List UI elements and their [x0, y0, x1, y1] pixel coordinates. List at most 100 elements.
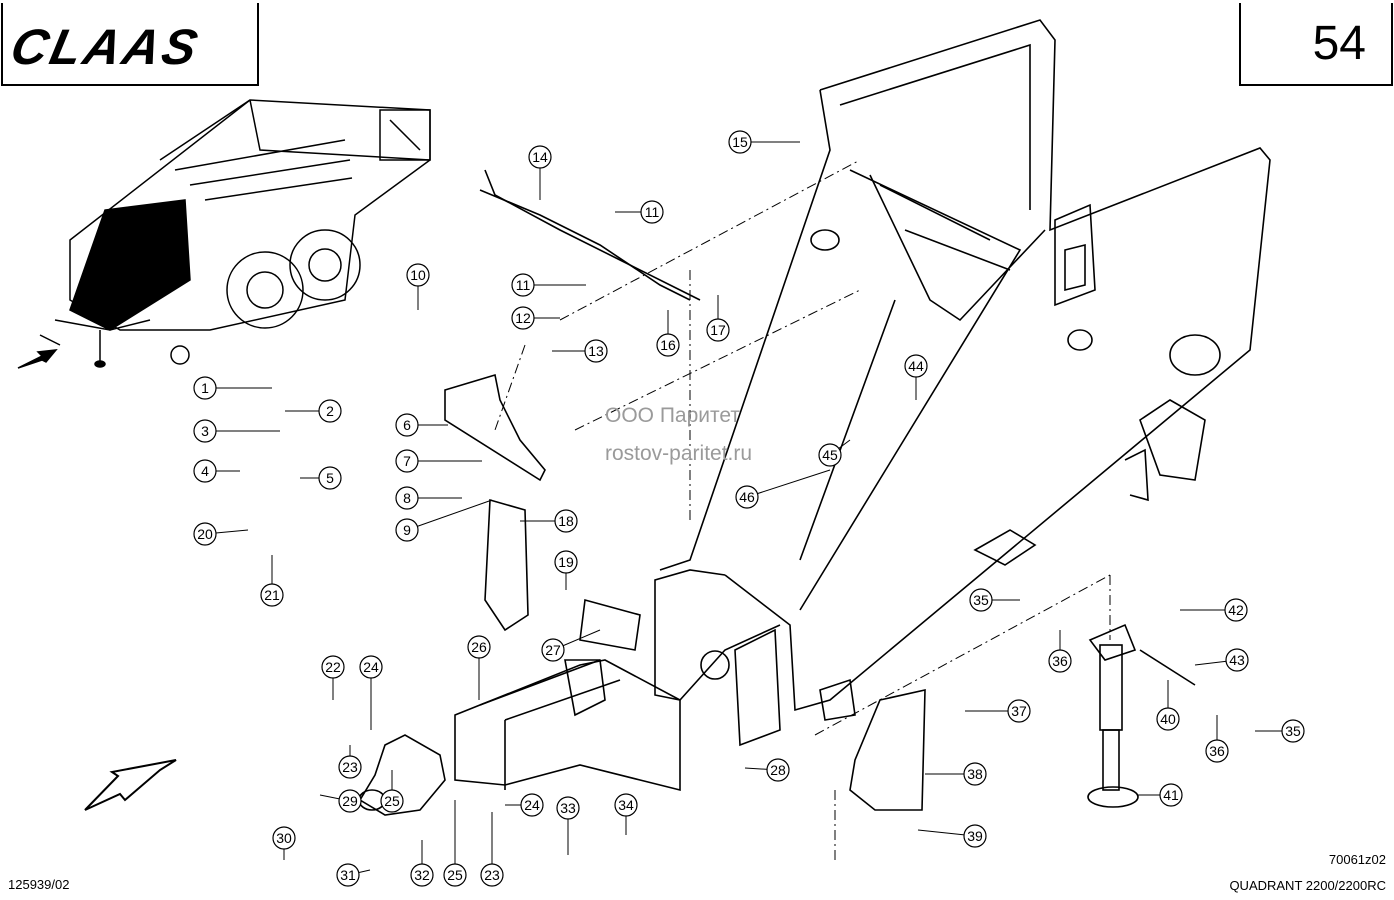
callout-circle [963, 824, 987, 848]
callout-circle [467, 635, 491, 659]
callout-number: 21 [264, 587, 280, 603]
callout-circle [1159, 783, 1183, 807]
callout-number: 27 [545, 642, 561, 658]
callout-circle [318, 466, 342, 490]
callout-circle [1048, 649, 1072, 673]
callout-number: 35 [1285, 723, 1301, 739]
callout-number: 24 [363, 659, 379, 675]
callout-32: 32 [410, 840, 434, 887]
callout-number: 13 [588, 343, 604, 359]
page-number: 54 [1312, 17, 1366, 70]
callout-number: 37 [1011, 703, 1027, 719]
callout-circle [528, 145, 552, 169]
callout-36: 36 [1048, 630, 1072, 673]
callout-number: 46 [739, 489, 755, 505]
main-frame [654, 19, 1271, 747]
support-jack [1087, 623, 1196, 808]
callout-number: 10 [410, 267, 426, 283]
callout-22: 22 [321, 655, 345, 700]
callout-number: 26 [471, 639, 487, 655]
callout-29: 29 [319, 789, 362, 813]
callout-circle [904, 354, 928, 378]
callout-number: 1 [201, 380, 209, 396]
callout-circle [1205, 739, 1229, 763]
callout-circle [614, 793, 638, 817]
projection-lines [494, 159, 1111, 860]
callout-number: 24 [524, 797, 540, 813]
callout-number: 6 [403, 417, 411, 433]
callout-circle [406, 263, 430, 287]
callout-6: 6 [395, 413, 448, 437]
callout-number: 43 [1229, 652, 1245, 668]
callout-circle [338, 755, 362, 779]
callout-number: 23 [484, 867, 500, 883]
callout-number: 25 [384, 793, 400, 809]
callout-number: 2 [326, 403, 334, 419]
callout-23: 23 [480, 812, 504, 887]
callout-37: 37 [965, 699, 1031, 723]
callout-7: 7 [395, 449, 482, 473]
callout-4: 4 [193, 459, 240, 483]
callout-16: 16 [656, 310, 680, 357]
callout-3: 3 [193, 419, 280, 443]
callout-number: 15 [732, 134, 748, 150]
callout-43: 43 [1194, 648, 1249, 672]
model-name: QUADRANT 2200/2200RC [1229, 878, 1386, 893]
callout-13: 13 [552, 339, 608, 363]
callout-25: 25 [380, 770, 404, 813]
callout-15: 15 [728, 130, 800, 154]
callout-25: 25 [443, 800, 467, 887]
callout-number: 23 [342, 759, 358, 775]
callout-18: 18 [520, 509, 578, 533]
callout-11: 11 [615, 200, 664, 224]
callout-27: 27 [541, 629, 601, 662]
callout-circle [395, 518, 419, 542]
callout-46: 46 [735, 469, 831, 509]
callout-circle [395, 413, 419, 437]
callout-5: 5 [300, 466, 342, 490]
callout-44: 44 [904, 354, 928, 400]
drawing-code: 70061z02 [1328, 852, 1386, 867]
callout-number: 25 [447, 867, 463, 883]
callout-circle [395, 449, 419, 473]
header-frame [1, 3, 1393, 86]
callout-12: 12 [511, 306, 560, 330]
callout-number: 39 [967, 828, 983, 844]
callout-circle [272, 826, 296, 850]
callout-number: 17 [710, 322, 726, 338]
callout-leader [746, 469, 831, 498]
callout-40: 40 [1156, 680, 1180, 731]
callout-number: 36 [1052, 653, 1068, 669]
callout-28: 28 [744, 758, 790, 782]
callout-number: 42 [1228, 602, 1244, 618]
callout-38: 38 [925, 762, 987, 786]
callout-circle [520, 793, 544, 817]
callout-circle [1156, 707, 1180, 731]
callout-circle [556, 796, 580, 820]
callout-41: 41 [1138, 783, 1183, 807]
callout-24: 24 [505, 793, 544, 817]
callout-10: 10 [406, 263, 430, 310]
callout-number: 35 [973, 592, 989, 608]
callout-circle [1007, 699, 1031, 723]
baler-overview-illustration [17, 99, 431, 369]
callout-circle [963, 762, 987, 786]
callout-number: 12 [515, 310, 531, 326]
callout-23: 23 [338, 745, 362, 779]
callout-circle [380, 789, 404, 813]
callout-circle [338, 789, 362, 813]
callout-33: 33 [556, 796, 580, 855]
callout-circle [818, 443, 842, 467]
watermark-url: rostov-paritet.ru [605, 442, 753, 465]
callout-45: 45 [818, 439, 851, 467]
callout-circle [321, 655, 345, 679]
callout-42: 42 [1180, 598, 1248, 622]
callout-number: 30 [276, 830, 292, 846]
callout-circle [640, 200, 664, 224]
callout-2: 2 [285, 399, 342, 423]
callout-number: 11 [645, 204, 660, 220]
callout-number: 38 [967, 766, 983, 782]
callout-11: 11 [511, 273, 586, 297]
callout-circle [706, 318, 730, 342]
